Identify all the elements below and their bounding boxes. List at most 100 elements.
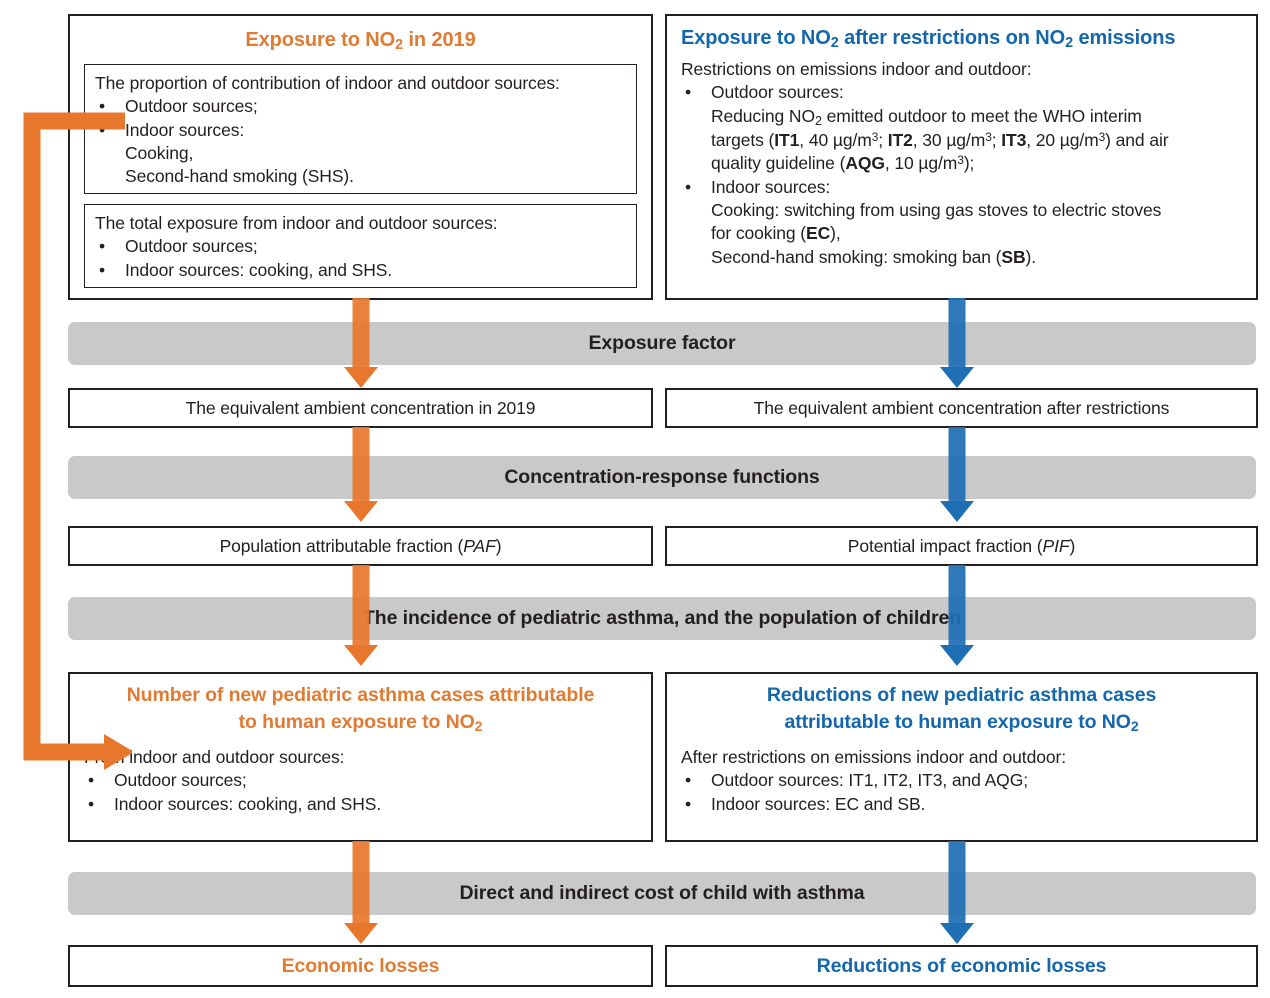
list-item: • Outdoor sources; <box>95 95 626 118</box>
cases-left-title-line2: to human exposure to NO2 <box>84 711 637 734</box>
it3-value: , 20 µg/m <box>1026 130 1099 151</box>
sep1: ; <box>878 130 888 151</box>
list-item: • Indoor sources: cooking, and SHS. <box>84 793 637 816</box>
bullet-label: Indoor sources: EC and SB. <box>711 793 926 814</box>
it1-label: IT1 <box>774 130 800 151</box>
outdoor-l1-a: Reducing NO <box>711 105 815 126</box>
indoor-detail-line2: for cooking (EC), <box>681 222 1242 245</box>
targets-pre: targets ( <box>711 130 775 151</box>
bullet-icon: • <box>99 96 106 117</box>
aqg-label: AQG <box>845 153 885 174</box>
box-label: The equivalent ambient concentration in … <box>185 397 536 418</box>
box-reductions-economic-losses: Reductions of economic losses <box>665 945 1258 987</box>
right-panel-title: Exposure to NO2 after restrictions on NO… <box>681 26 1242 52</box>
bullet-icon: • <box>685 770 692 791</box>
cases-left-intro: From indoor and outdoor sources: <box>84 747 345 768</box>
cases-left-title-line2-sub: 2 <box>474 718 483 735</box>
ec-post: ), <box>830 223 841 244</box>
box-economic-losses: Economic losses <box>68 945 653 987</box>
list-item: • Indoor sources: cooking, and SHS. <box>95 259 626 282</box>
sb-pre: Second-hand smoking: smoking ban ( <box>711 246 1002 267</box>
bar-incidence-population: The incidence of pediatric asthma, and t… <box>68 597 1256 640</box>
list-item: • Outdoor sources; <box>95 235 626 258</box>
cases-right-title-line2: attributable to human exposure to NO2 <box>681 711 1242 734</box>
sb-label: SB <box>1001 246 1026 267</box>
bar-concentration-response-functions: Concentration-response functions <box>68 456 1256 499</box>
sub-line-cooking: Cooking, <box>125 142 194 163</box>
arrow-head <box>940 367 974 388</box>
it2-label: IT2 <box>887 130 913 151</box>
arrow-head <box>940 923 974 944</box>
arrow-head <box>344 645 378 666</box>
box-new-asthma-cases-attributable: Number of new pediatric asthma cases att… <box>68 672 653 842</box>
bullet-label: Indoor sources: cooking, and SHS. <box>114 793 382 814</box>
left-panel-exposure-2019: Exposure to NO2 in 2019 The proportion o… <box>68 14 653 300</box>
box-label: The equivalent ambient concentration aft… <box>753 397 1170 418</box>
bullet-icon: • <box>685 176 692 197</box>
left-panel-title-p2: in 2019 <box>403 29 476 51</box>
sub-line-shs: Second-hand smoking (SHS). <box>125 166 354 187</box>
it2-value: , 30 µg/m <box>912 130 986 151</box>
bar-exposure-factor: Exposure factor <box>68 322 1256 365</box>
cases-right-title-line2-a: attributable to human exposure to NO <box>784 711 1131 733</box>
paf-pre: Population attributable fraction ( <box>219 535 464 556</box>
indoor-detail-line1: Cooking: switching from using gas stoves… <box>711 199 1162 220</box>
total-exposure-intro: The total exposure from indoor and outdo… <box>95 213 498 233</box>
right-panel-exposure-after-restrictions: Exposure to NO2 after restrictions on NO… <box>665 14 1258 300</box>
list-item: • Outdoor sources: <box>681 81 1242 104</box>
targets-post: ) and air <box>1105 130 1169 151</box>
box-equivalent-concentration-after: The equivalent ambient concentration aft… <box>665 388 1258 428</box>
left-panel-title-sub: 2 <box>395 37 404 54</box>
sep2: ; <box>991 130 1002 151</box>
box-potential-impact-fraction: Potential impact fraction (PIF) <box>665 526 1258 566</box>
outdoor-detail-line3: quality guideline (AQG, 10 µg/m3); <box>681 152 1242 175</box>
indoor-detail-line3: Second-hand smoking: smoking ban (SB). <box>681 246 1242 269</box>
outdoor-detail-line1: Reducing NO2 emitted outdoor to meet the… <box>681 105 1242 130</box>
bullet-label: Outdoor sources; <box>114 770 247 791</box>
bullet-icon: • <box>88 770 95 791</box>
it3-label: IT3 <box>1001 130 1027 151</box>
right-panel-title-sub1: 2 <box>830 35 839 52</box>
aqg-post: ); <box>963 153 975 174</box>
it3-sup: 3 <box>1098 130 1106 145</box>
bar-label: Direct and indirect cost of child with a… <box>459 882 865 904</box>
aqg-pre: quality guideline ( <box>711 153 846 174</box>
bullet-label: Indoor sources: cooking, and SHS. <box>125 259 393 280</box>
bullet-icon: • <box>99 259 106 280</box>
paf-acronym: PAF <box>463 535 496 556</box>
box-label: Economic losses <box>281 954 440 977</box>
bullet-icon: • <box>99 236 106 257</box>
cases-left-title-line1: Number of new pediatric asthma cases att… <box>126 684 595 706</box>
it1-value: , 40 µg/m <box>799 130 872 151</box>
list-item: • Outdoor sources: IT1, IT2, IT3, and AQ… <box>681 769 1242 792</box>
aqg-value: , 10 µg/m <box>884 153 958 174</box>
list-item: • Indoor sources: <box>95 119 626 142</box>
box-label: Potential impact fraction (PIF) <box>847 535 1076 557</box>
box-label: Population attributable fraction (PAF) <box>220 536 502 557</box>
outdoor-l1-sub: 2 <box>814 113 822 128</box>
pif-acronym: PIF <box>1042 535 1070 556</box>
outdoor-detail-line2: targets (IT1, 40 µg/m3; IT2, 30 µg/m3; I… <box>681 129 1242 152</box>
pif-post: ) <box>1069 535 1076 556</box>
ec-pre: for cooking ( <box>711 223 806 244</box>
bullet-icon: • <box>685 82 692 103</box>
list-item: • Outdoor sources; <box>84 769 637 792</box>
left-subbox-total-exposure: The total exposure from indoor and outdo… <box>84 204 637 288</box>
right-panel-title-p2: after restrictions on NO <box>838 27 1066 49</box>
right-panel-title-sub2: 2 <box>1065 35 1073 52</box>
bullet-label: Outdoor sources; <box>125 236 258 257</box>
pif-pre: Potential impact fraction ( <box>847 535 1043 556</box>
bullet-label: Indoor sources: <box>125 119 245 140</box>
proportion-intro: The proportion of contribution of indoor… <box>95 73 560 93</box>
it1-sup: 3 <box>871 130 879 145</box>
it2-sup: 3 <box>985 130 992 145</box>
bullet-icon: • <box>99 119 106 140</box>
bullet-icon: • <box>685 793 692 814</box>
left-subbox-proportion: The proportion of contribution of indoor… <box>84 64 637 194</box>
arrow-head <box>344 501 378 522</box>
left-panel-title-p1: Exposure to NO <box>245 29 396 51</box>
bullet-label: Outdoor sources; <box>125 96 258 117</box>
bar-label: Exposure factor <box>588 332 736 354</box>
cases-right-intro: After restrictions on emissions indoor a… <box>681 747 1066 768</box>
bullet-label: Outdoor sources: <box>711 82 844 103</box>
